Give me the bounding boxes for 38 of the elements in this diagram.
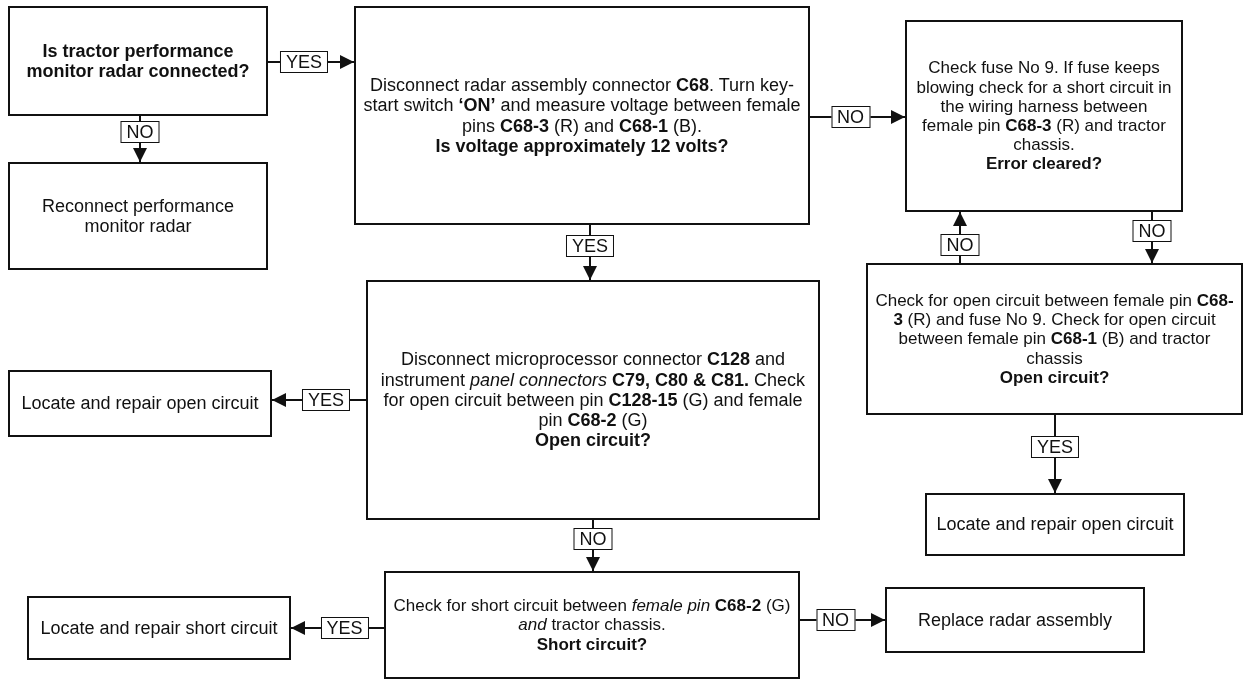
box-text: Check for open circuit between female pin C68-3 (R) and fuse No 9. Check for open circuit between female pin C68-1 (B) and tractor chassis: [874, 291, 1235, 368]
edge-label: NO: [1132, 219, 1172, 242]
box-text: Check for short circuit between female pin C68-2 (G) and tractor chassis.: [392, 596, 792, 635]
box-text: Reconnect performance monitor radar: [40, 195, 236, 237]
edge-label: YES: [566, 234, 614, 257]
box-text: Locate and repair open circuit: [21, 393, 259, 414]
box-text: Locate and repair open circuit: [936, 514, 1174, 535]
box-text: Replace radar assembly: [917, 609, 1113, 631]
decision-box: [905, 20, 1183, 212]
box-text: Short circuit?: [536, 634, 648, 654]
action-box: [8, 370, 272, 437]
edge-label: NO: [940, 233, 980, 256]
box-text: Check fuse No 9. If fuse keeps blowing check for a short circuit in the wiring harness between female pin C68-3 (R) and tractor chassis.: [915, 58, 1173, 155]
box-text: Is tractor performance monitor radar connected?: [25, 40, 251, 82]
decision-box: [354, 6, 810, 225]
edge-label: YES: [280, 51, 328, 73]
box-text: Disconnect radar assembly connector C68. Turn key-start switch ‘ON’ and measure voltage between female pins C68-3 (R) and C68-1 (B).: [362, 74, 802, 136]
edge-label: NO: [120, 121, 160, 143]
edge-label: NO: [831, 106, 870, 128]
edge-label: NO: [573, 527, 613, 550]
edge-label: YES: [302, 389, 350, 411]
box-text: Open circuit?: [535, 430, 651, 451]
decision-box: [866, 263, 1243, 415]
box-text: Disconnect microprocessor connector C128 and instrument panel connectors C79, C80 & C81. Check for open circuit between pin C128-15 (G) and female pin C68-2 (G): [379, 349, 807, 431]
edge-label: NO: [816, 609, 855, 631]
decision-box: [8, 6, 268, 116]
edge-label: YES: [320, 617, 369, 639]
box-text: Locate and repair short circuit: [40, 617, 278, 639]
box-text: Error cleared?: [985, 154, 1103, 174]
box-text: Is voltage approximately 12 volts?: [435, 135, 729, 157]
box-text: Open circuit?: [999, 367, 1110, 387]
action-box: [885, 587, 1145, 653]
action-box: [925, 493, 1185, 556]
action-box: [27, 596, 291, 660]
edge-label: YES: [1031, 436, 1079, 458]
decision-box: [384, 571, 800, 679]
decision-box: [366, 280, 820, 520]
action-box: [8, 162, 268, 270]
